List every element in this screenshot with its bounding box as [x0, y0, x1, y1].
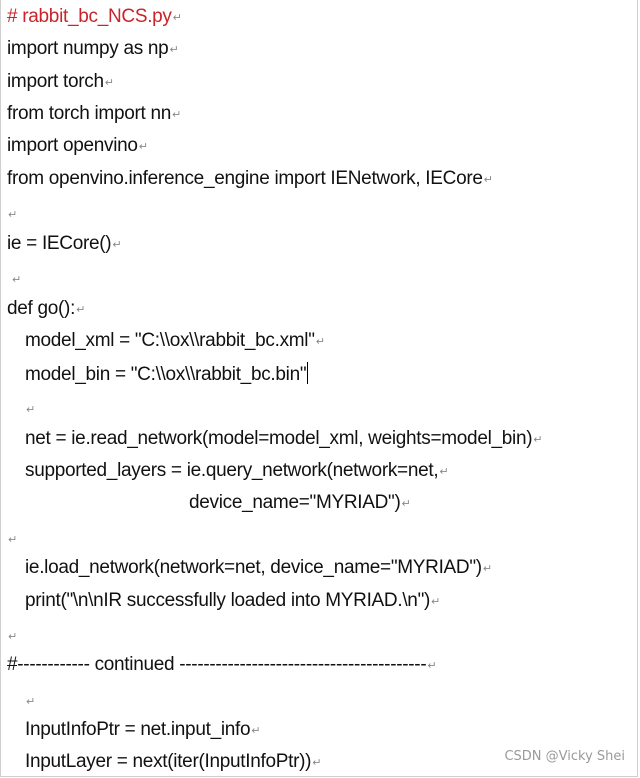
code-line-model-bin: model_bin = "C:\\ox\\rabbit_bc.bin": [25, 362, 309, 385]
code-line-ie-iecore: ie = IECore()↵: [7, 233, 122, 254]
code-line-continued-separator: #------------ continued ----------------…: [7, 654, 437, 675]
code-line-import-numpy: import numpy as np↵: [7, 38, 179, 59]
code-line-from-torch-import-nn: from torch import nn↵: [7, 103, 181, 124]
csdn-watermark: CSDN @Vicky Shei: [504, 749, 625, 764]
code-line-blank: ↵: [8, 631, 17, 643]
code-line-blank: ↵: [26, 404, 35, 416]
code-line-filename-comment: # rabbit_bc_NCS.py↵: [7, 6, 182, 27]
code-line-print-ir-loaded: print("\n\nIR successfully loaded into M…: [25, 590, 440, 611]
code-line-read-network: net = ie.read_network(model=model_xml, w…: [25, 428, 543, 449]
code-line-input-info-ptr: InputInfoPtr = net.input_info↵: [25, 719, 261, 740]
code-line-load-network: ie.load_network(network=net, device_name…: [25, 557, 492, 578]
code-line-blank: ↵: [8, 534, 17, 546]
code-line-blank: ↵: [26, 696, 35, 708]
code-line-blank: ↵: [12, 274, 21, 286]
code-line-supported-layers: supported_layers = ie.query_network(netw…: [25, 460, 449, 481]
code-line-from-openvino-import: from openvino.inference_engine import IE…: [7, 168, 493, 189]
code-line-import-openvino: import openvino↵: [7, 135, 148, 156]
code-line-device-name-continuation: device_name="MYRIAD")↵: [189, 492, 411, 513]
code-line-def-go: def go():↵: [7, 298, 85, 319]
code-line-import-torch: import torch↵: [7, 71, 114, 92]
code-line-model-xml: model_xml = "C:\\ox\\rabbit_bc.xml"↵: [25, 330, 325, 351]
code-line-blank: ↵: [8, 209, 17, 221]
text-cursor: [307, 362, 309, 384]
code-line-input-layer: InputLayer = next(iter(InputInfoPtr))↵: [25, 751, 322, 772]
